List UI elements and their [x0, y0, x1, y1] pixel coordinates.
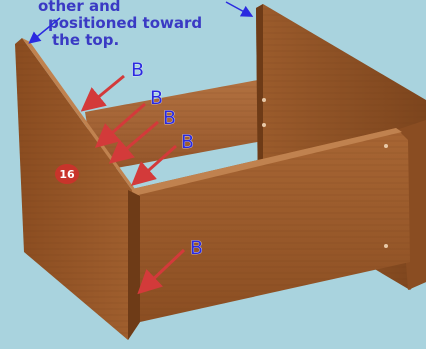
dowel-hole	[384, 144, 388, 148]
instruction-line-2: positioned toward	[48, 14, 202, 32]
instruction-arrow-right	[225, 1, 254, 17]
instruction-line-3: the top.	[52, 31, 119, 49]
instruction-line-1: other and	[38, 0, 121, 15]
callout-b-label: B	[150, 87, 163, 109]
part-number-badge: 16	[55, 164, 79, 184]
callout-b-label: B	[190, 237, 203, 259]
callout-b-5: B	[137, 237, 203, 295]
callout-b-1: B	[80, 59, 144, 112]
callout-b-label: B	[163, 107, 176, 129]
part-number-text: 16	[59, 168, 75, 181]
callout-b-label: B	[131, 59, 144, 81]
instruction-arrow-left	[28, 17, 61, 44]
callout-b-2: B	[94, 87, 163, 148]
callout-b-3: B	[108, 107, 176, 164]
dowel-hole	[262, 98, 266, 102]
callout-b-4: B	[131, 131, 194, 186]
front-panel	[128, 98, 410, 322]
callout-b-label: B	[181, 131, 194, 153]
left-side-panel	[15, 38, 140, 340]
dowel-hole	[384, 244, 388, 248]
instruction-block: other and positioned toward the top.	[28, 0, 254, 49]
dowel-hole	[262, 123, 266, 127]
